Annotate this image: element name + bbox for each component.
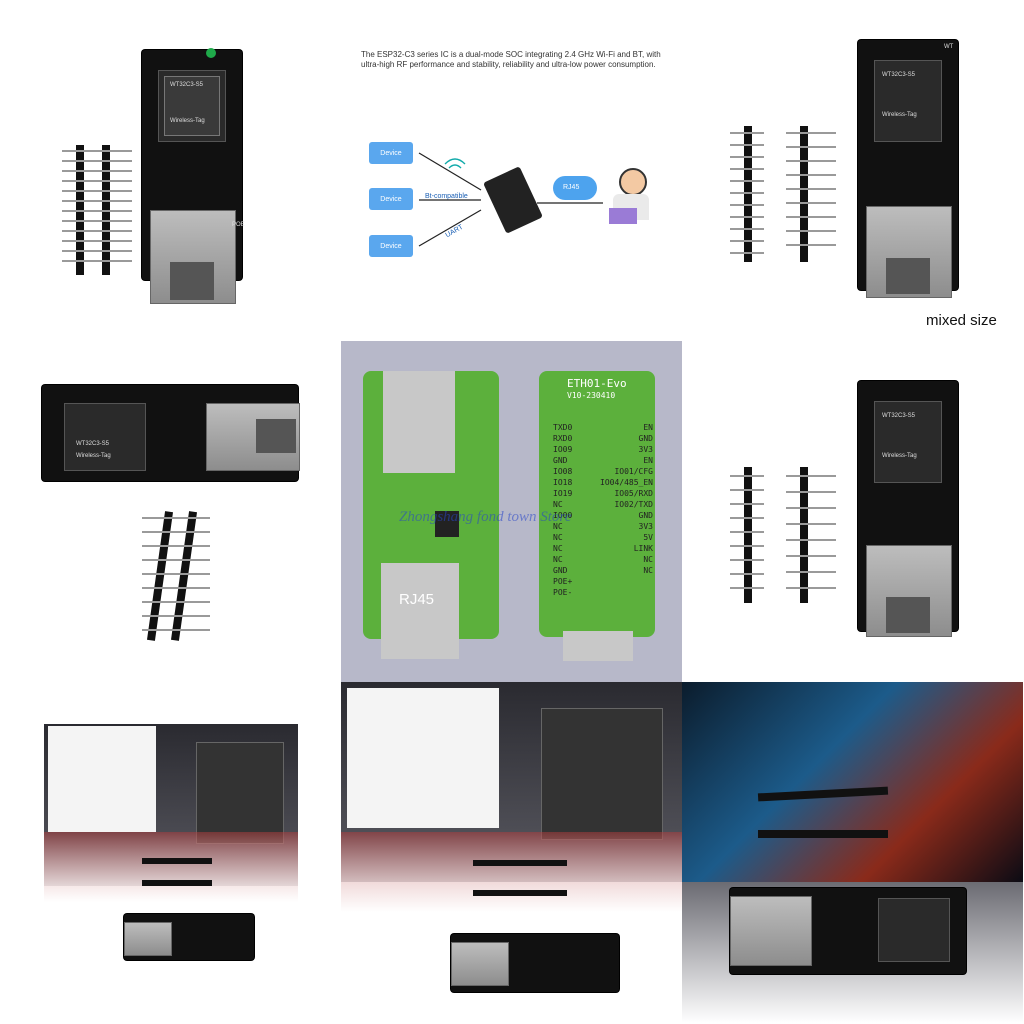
connectivity-diagram: The ESP32-C3 series IC is a dual-mode SO… (341, 0, 682, 341)
connection-arrows (418, 152, 603, 247)
rj45-jack (150, 210, 236, 304)
chip-label: WT32C3-S5 (882, 413, 916, 419)
brand-label: Wireless-Tag (882, 112, 917, 118)
tech-scene (682, 682, 1023, 1023)
rj45-jack (381, 563, 459, 659)
description-text: The ESP32-C3 series IC is a dual-mode SO… (361, 50, 661, 69)
device-box-3: Device (369, 235, 413, 257)
product-photo-3: WT32C3-S5 Wireless-Tag (0, 341, 341, 682)
module-shield (164, 76, 220, 136)
pc-case (541, 708, 663, 840)
module-shield (383, 371, 455, 473)
rj45-label: RJ45 (399, 591, 435, 608)
board-back (539, 371, 655, 637)
board-title: ETH01-Evo (567, 377, 627, 390)
chip-label: WT32C3-S5 (882, 72, 916, 78)
brand-label: Wireless-Tag (882, 453, 917, 459)
device-box-2: Device (369, 188, 413, 210)
cloud-icon (553, 176, 597, 200)
pc-case (196, 742, 284, 844)
brand-label: Wireless-Tag (76, 453, 111, 459)
monitor (347, 688, 499, 828)
monitor (48, 726, 156, 832)
product-photo-2: WT32C3-S5 Wireless-Tag WT mixed size (682, 0, 1023, 341)
desk-scene-2 (341, 682, 682, 1023)
status-led (206, 48, 216, 58)
device-box-1: Device (369, 142, 413, 164)
product-photo-1: WT32C3-S5 Wireless-Tag POE (0, 0, 341, 341)
desk-scene-1 (0, 682, 341, 1023)
poe-label: POE (232, 222, 245, 228)
watermark: Zhongshang fond town Store (399, 509, 572, 525)
rj45-link-label: RJ45 (563, 184, 580, 191)
wt-label: WT (944, 44, 954, 50)
chip-label: WT32C3-S5 (76, 441, 110, 447)
mixed-size-label: mixed size (926, 312, 997, 329)
chip-label: WT32C3-S5 (170, 82, 204, 88)
brand-label: Wireless-Tag (170, 118, 205, 124)
person-laptop-icon (609, 168, 655, 226)
pinout-render: RJ45 ETH01-Evo V10-230410 TXD0 RXD0 IO09… (341, 341, 682, 682)
bt-link-label: Bt-compatible (425, 193, 468, 200)
board-version: V10-230410 (567, 391, 616, 400)
product-photo-4: WT32C3-S5 Wireless-Tag (682, 341, 1023, 682)
